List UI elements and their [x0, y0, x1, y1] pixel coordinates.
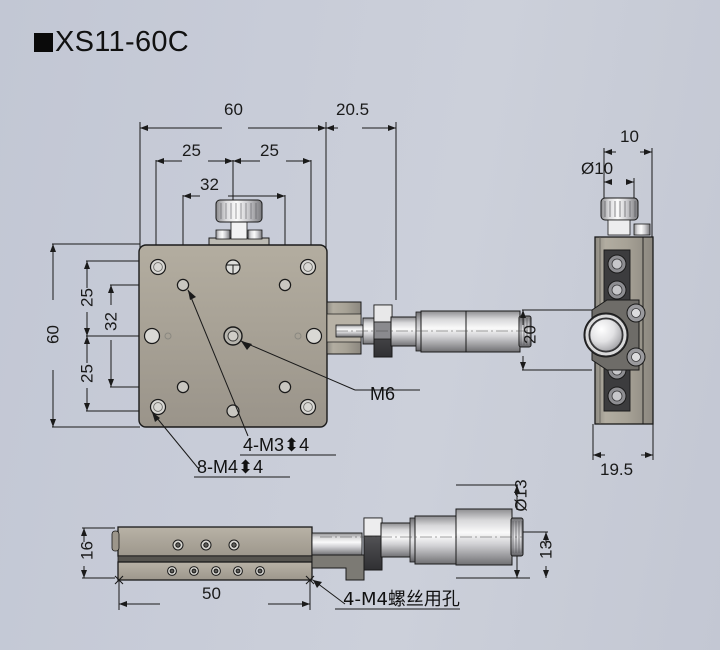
dim-top-60 — [139, 122, 327, 248]
dim-left-bolt-32: 32 — [101, 312, 121, 331]
dim-top-20-5 — [326, 122, 397, 300]
dim-top-offset-20-5: 20.5 — [336, 100, 370, 119]
dim-side-height-20: 20 — [520, 325, 540, 344]
dim-front-width-50: 50 — [202, 584, 221, 603]
dim-side-base-19-5: 19.5 — [600, 460, 634, 479]
dim-front-axis-13: 13 — [536, 540, 556, 559]
callout-4-m3: 4-M3⬍4 — [243, 435, 310, 455]
callout-4-m4-screw-holes: 4-M4螺丝用孔 — [343, 589, 460, 610]
dim-top-right-25: 25 — [260, 141, 279, 160]
dim-top-width-60: 60 — [224, 100, 243, 119]
dim-top-bolt-32: 32 — [200, 175, 219, 194]
side-view-body — [583, 197, 654, 425]
dim-left-lower-25: 25 — [77, 364, 97, 383]
dim-left-upper-25: 25 — [77, 288, 97, 307]
front-view-body — [111, 508, 524, 610]
dim-front-dia-13: Ø13 — [511, 479, 531, 512]
top-view-body — [138, 199, 362, 428]
page-title-text: XS11-60C — [55, 26, 190, 58]
dim-side-dia-10: Ø10 — [581, 159, 614, 178]
dim-left-height-60: 60 — [43, 325, 63, 344]
dim-side-width-10: 10 — [620, 127, 639, 146]
dim-top-left-25: 25 — [182, 141, 201, 160]
top-view-leaders — [151, 289, 420, 478]
dim-left-25-25 — [84, 260, 142, 412]
bullet-square-icon — [34, 33, 53, 52]
dim-front-height-16: 16 — [77, 541, 97, 560]
side-view-dimensions — [520, 148, 654, 460]
dim-left-60 — [50, 243, 140, 428]
page-title: XS11-60C — [34, 28, 189, 57]
top-view-micrometer — [335, 304, 532, 358]
callout-m6: M6 — [370, 384, 396, 404]
callout-8-m4: 8-M4⬍4 — [197, 457, 264, 477]
